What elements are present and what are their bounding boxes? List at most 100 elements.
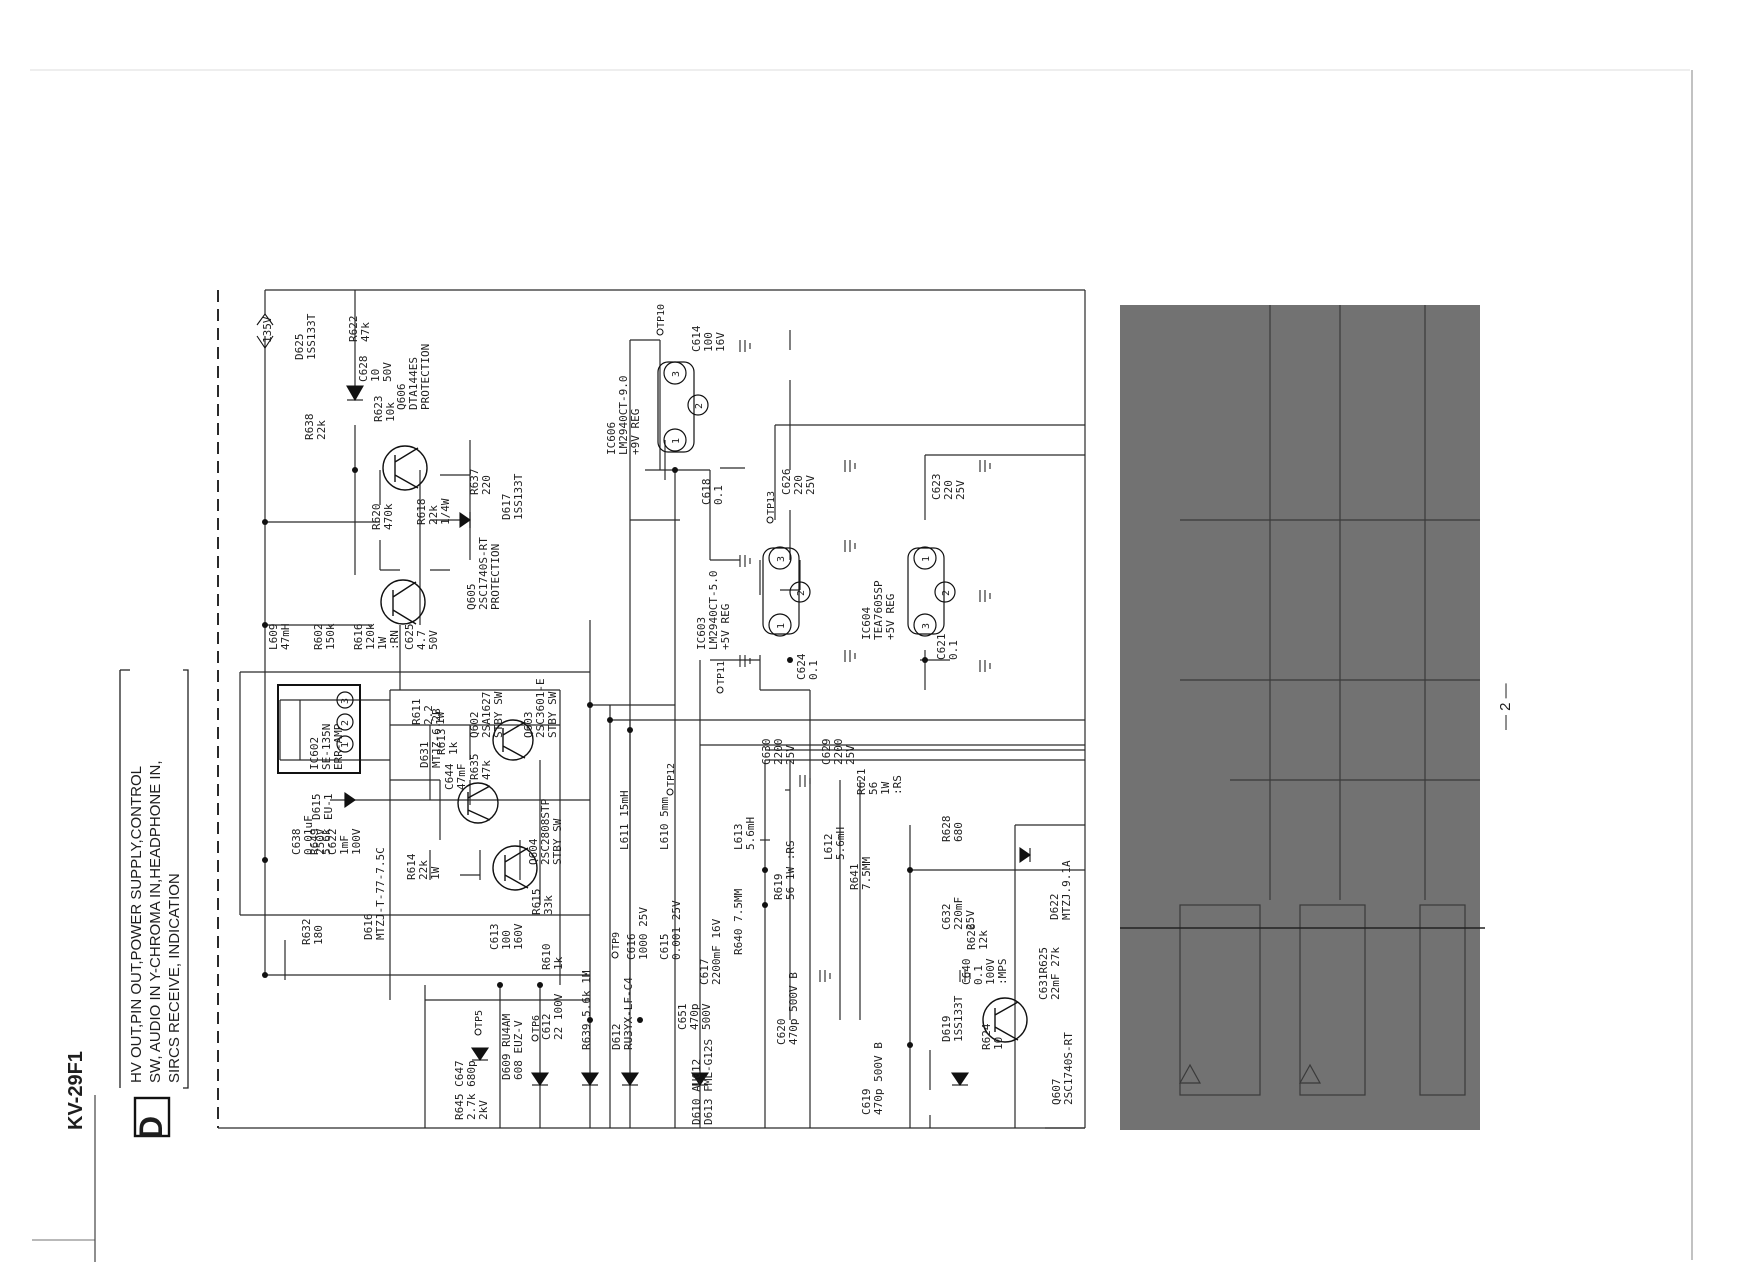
component-label-line: 25V [954,480,967,500]
component-label-line: 5.6k [320,828,333,855]
component-label-line: 2SA1627 [480,692,493,738]
component-label-line: IC604 [860,607,873,640]
component-label-line: C622 [326,829,339,856]
component-label-line: R611 [410,699,423,726]
component-label-line: :MPS [996,959,1009,986]
component-label-line: +5V REG [884,594,897,640]
component-label-line: 22 100V [552,993,565,1040]
component-label-line: D616 [362,914,375,941]
component-label-line: 47k [359,322,372,342]
ic-pin-number: 2 [941,590,952,596]
component-label-line: 2200 [832,739,845,766]
wiring [217,289,1085,1129]
component-label-line: C618 [700,479,713,506]
page-number: — 2 — [1497,683,1514,730]
component-label-line: LM2940CT-5.0 [707,571,720,650]
component-label-line: 1W [879,781,892,795]
test-point-tp6: TP6 [531,1015,542,1033]
component-label-line: 150k [324,623,337,650]
model-label: KV-29F1 [65,1051,87,1130]
component-label-line: C644 [443,763,456,790]
component-label-line: 1k [552,956,565,970]
component-label-line: 50V [427,630,440,650]
junction-dots [262,467,928,1048]
component-label-line: 1SS133T [512,473,525,520]
component-label-line: R640 7.5MM [732,888,745,955]
component-label-line: R623 [372,396,385,423]
component-label-line: R615 [530,889,543,916]
component-label-line: C630 [760,739,773,766]
component-label-line: 16V [714,332,727,352]
component-label-line: 1000 25V [637,907,650,960]
component-label-line: R638 [303,414,316,441]
component-label-line: IC602 [308,737,321,770]
component-label-line: R610 [540,944,553,971]
component-label-line: 100 [500,930,513,950]
component-label-line: C613 [488,924,501,951]
component-label-line: TEA7605SP [872,580,885,640]
ic-pin-number: 1 [776,623,787,629]
component-label-line: 2.2 [422,705,435,725]
component-label-line: R624 [980,1023,993,1050]
component-r640: R640 7.5MM [732,888,745,955]
section-title-line-1: HV OUT,PIN OUT,POWER SUPPLY,CONTROL [128,766,145,1083]
component-label-line: 470p 500V B [872,1042,885,1115]
component-label-line: ERR-AMP [332,723,345,770]
regulator-blocks [657,361,956,637]
component-label-line: R639 5.6k 1M [580,970,593,1050]
component-label-line: 0.001 25V [670,900,683,960]
component-label-line: R602 [312,624,325,651]
component-label-line: 1W [429,866,442,880]
component-label-line: 220 [942,480,955,500]
component-label-line: 22mF 27k [1049,947,1062,1000]
ic-pin-number: 3 [921,623,932,629]
component-label-line: 10 [992,1037,1005,1050]
ground-symbols [739,340,991,982]
component-label-line: R637 [468,469,481,496]
component-label-line: 220mF [952,897,965,930]
component-label-line: R626 [965,924,978,951]
component-label-line: C621 [935,634,948,661]
component-label-line: 1SS133T [952,995,965,1042]
component-label-line: 2SC1740S-RT [1062,1032,1075,1105]
component-label-line: 4.7 [415,630,428,650]
component-label-line: C612 [540,1014,553,1041]
component-label-line: MTZJ-T-77-7.5C [374,847,387,940]
component-label-line: 250V [314,828,327,855]
component-label-line: 56 [867,782,880,795]
component-label-line: 160V [512,923,525,950]
component-label-line: R628 [940,816,953,843]
component-label-line: 470p [688,1004,701,1031]
component-label-line: 10k [384,402,397,422]
component-label-line: D610 AU012 [690,1059,703,1125]
component-label-line: R616 [352,624,365,651]
component-label-line: R614 [405,853,418,880]
component-label-line: Q604 [527,838,540,865]
component-label-line: 1SS133T [305,313,318,360]
component-label-line: 2.7k 680p [465,1060,478,1120]
